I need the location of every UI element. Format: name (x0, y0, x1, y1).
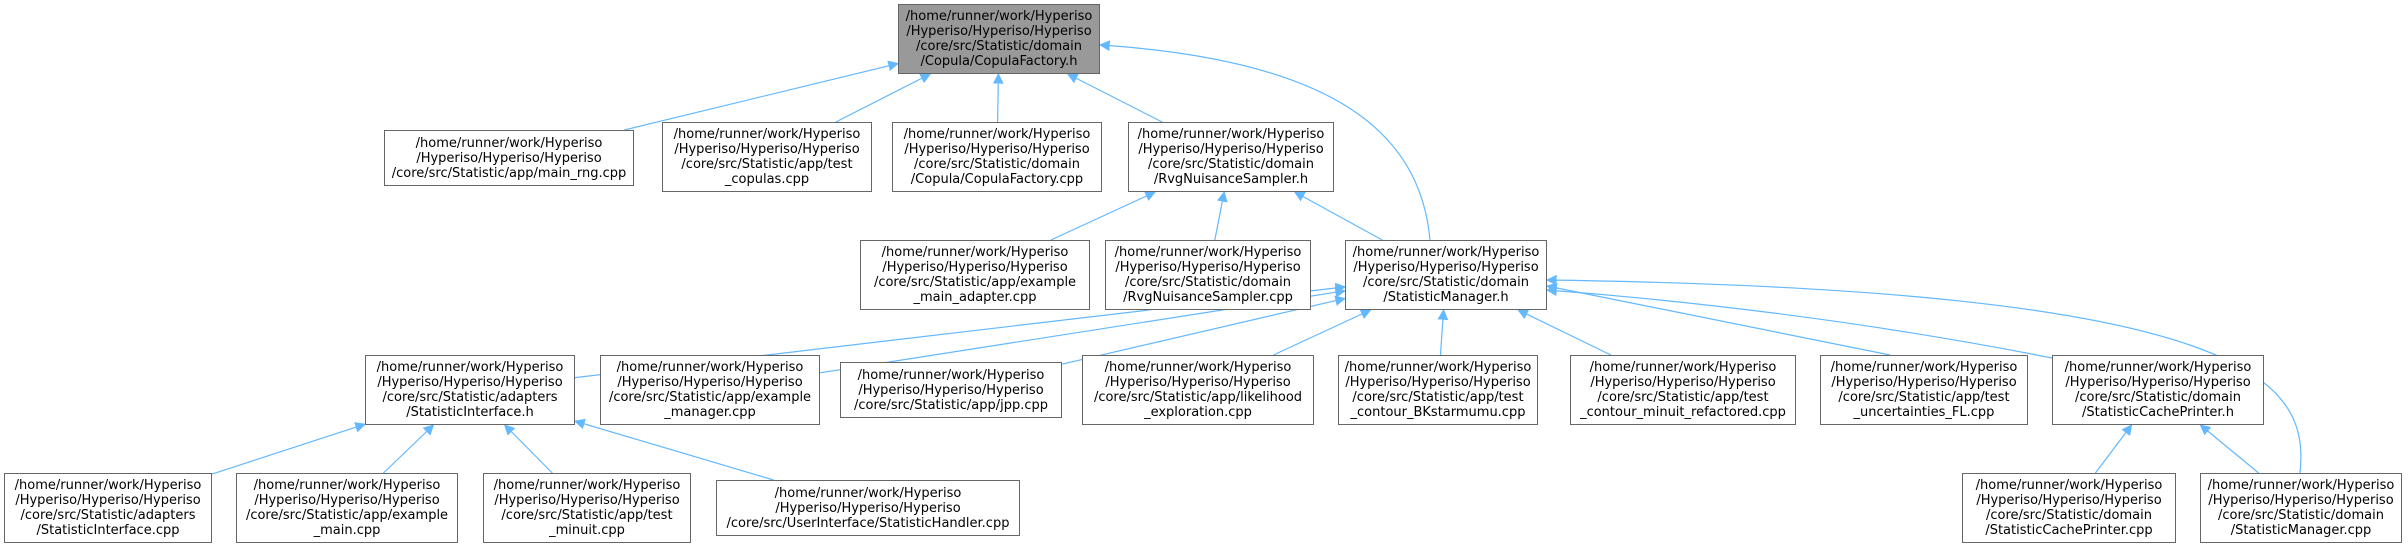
node-cacheprinter-cpp[interactable]: /home/runner/work/Hyperiso /Hyperiso/Hyp… (1962, 473, 2176, 543)
node-statiface-cpp[interactable]: /home/runner/work/Hyperiso /Hyperiso/Hyp… (4, 473, 212, 543)
node-rvg-cpp[interactable]: /home/runner/work/Hyperiso /Hyperiso/Hyp… (1105, 240, 1311, 310)
node-statistichandler[interactable]: /home/runner/work/Hyperiso /Hyperiso/Hyp… (716, 480, 1020, 536)
node-statiface-h[interactable]: /home/runner/work/Hyperiso /Hyperiso/Hyp… (365, 355, 575, 425)
node-copula-cpp[interactable]: /home/runner/work/Hyperiso /Hyperiso/Hyp… (892, 122, 1102, 192)
node-test-copulas[interactable]: /home/runner/work/Hyperiso /Hyperiso/Hyp… (662, 122, 872, 192)
node-copula-h: /home/runner/work/Hyperiso /Hyperiso/Hyp… (898, 4, 1100, 74)
edge-cacheprinter-h-to-statmgr-h (1545, 285, 2053, 359)
node-jpp[interactable]: /home/runner/work/Hyperiso /Hyperiso/Hyp… (840, 362, 1062, 418)
node-likelihood[interactable]: /home/runner/work/Hyperiso /Hyperiso/Hyp… (1082, 355, 1314, 425)
edge-cacheprinter-cpp-to-cacheprinter-h (2094, 424, 2133, 474)
edge-example-main-to-statiface-h (383, 424, 435, 474)
node-example-manager[interactable]: /home/runner/work/Hyperiso /Hyperiso/Hyp… (600, 355, 820, 425)
node-statmgr-h[interactable]: /home/runner/work/Hyperiso /Hyperiso/Hyp… (1345, 240, 1547, 310)
edge-statmgr-cpp-to-cacheprinter-h (2199, 424, 2259, 474)
edge-main-rng-to-copula-h (624, 60, 900, 131)
node-test-contour-bk[interactable]: /home/runner/work/Hyperiso /Hyperiso/Hyp… (1338, 355, 1538, 425)
edge-statmgr-h-to-rvg-h (1293, 191, 1383, 241)
edge-test-contour-bk-to-statmgr-h (1437, 308, 1449, 356)
edge-statistichandler-to-statiface-h (573, 418, 774, 481)
edge-statmgr-cpp-to-statmgr-h (1545, 274, 2302, 474)
edge-likelihood-to-statmgr-h (1273, 309, 1372, 356)
node-example-main-adapter[interactable]: /home/runner/work/Hyperiso /Hyperiso/Hyp… (860, 240, 1090, 310)
node-test-contour-minuit[interactable]: /home/runner/work/Hyperiso /Hyperiso/Hyp… (1570, 355, 1796, 425)
node-example-main[interactable]: /home/runner/work/Hyperiso /Hyperiso/Hyp… (236, 473, 458, 543)
edge-statiface-cpp-to-statiface-h (211, 422, 367, 475)
edge-test-uncert-to-statmgr-h (1545, 282, 1891, 356)
node-test-minuit[interactable]: /home/runner/work/Hyperiso /Hyperiso/Hyp… (483, 473, 691, 543)
node-statmgr-cpp[interactable]: /home/runner/work/Hyperiso /Hyperiso/Hyp… (2200, 473, 2402, 543)
edge-copula-cpp-to-copula-h (992, 72, 1004, 123)
edge-rvg-cpp-to-rvg-h (1214, 190, 1228, 241)
edge-test-minuit-to-statiface-h (503, 424, 553, 474)
node-cacheprinter-h[interactable]: /home/runner/work/Hyperiso /Hyperiso/Hyp… (2052, 355, 2264, 425)
edge-statmgr-h-to-copula-h (1098, 40, 1431, 241)
edge-test-contour-minuit-to-statmgr-h (1517, 309, 1612, 356)
edge-example-main-adapter-to-rvg-h (1050, 191, 1157, 241)
node-rvg-h[interactable]: /home/runner/work/Hyperiso /Hyperiso/Hyp… (1128, 122, 1334, 192)
edge-test-copulas-to-copula-h (835, 73, 932, 123)
node-test-uncert[interactable]: /home/runner/work/Hyperiso /Hyperiso/Hyp… (1820, 355, 2028, 425)
node-main-rng[interactable]: /home/runner/work/Hyperiso /Hyperiso/Hyp… (384, 130, 634, 186)
edge-rvg-h-to-copula-h (1066, 73, 1163, 123)
